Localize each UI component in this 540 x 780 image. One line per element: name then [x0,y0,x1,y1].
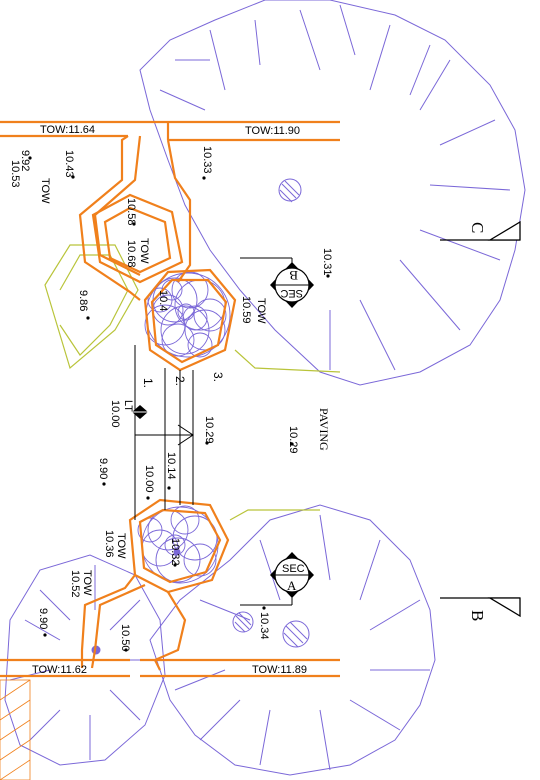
section-marker-a: SEC A [240,552,314,606]
elevation-labels: 9.92 10.53 TOW 10.43 10.33 10.58 TOW 10.… [9,146,333,652]
tree-trunk-bottom [282,620,310,648]
wall-label-bottom-left: TOW:11.62 [32,664,87,676]
elev-tow-c: TOW [255,298,267,324]
elev-9-86: 9.86 [77,290,89,311]
section-a-letter: A [287,578,297,593]
stair-arrow-head [177,424,194,446]
hex-planter-shrub-bottom [128,498,230,594]
section-b-sec: SEC [280,287,303,299]
section-cut-b-label: B [468,610,487,621]
elev-9-90-b: 9.90 [37,608,49,629]
elev-10-00-lt: 10.00 [109,400,121,428]
stairs [134,345,194,520]
section-cut-c: C [440,220,521,241]
paving-label: PAVING [317,408,331,451]
section-marker-b: B SEC [240,257,314,308]
step-numbers: 1. 2. 3. [141,372,225,388]
elev-10-36: 10.36 [103,530,115,558]
section-cut-b: B [440,597,521,621]
elev-10-58: 10.58 [125,198,137,226]
hatched-area [0,679,31,780]
elev-10-29-a: 10.29 [203,416,215,444]
tree-trunk-top [278,178,302,202]
hex-planter-shrub-top [143,268,237,372]
elev-10-14: 10.14 [165,452,177,480]
shrub-top [144,271,231,358]
elev-10-59: 10.59 [240,296,252,324]
wall-label-bottom-right: TOW:11.89 [252,664,307,676]
wall-label-top-left: TOW:11.64 [40,124,95,136]
elev-10-43: 10.43 [63,150,75,178]
elev-9-92: 9.92 [19,150,31,171]
retaining-walls [0,120,340,678]
tree-canopies [4,0,526,776]
elev-10-50: 10.50 [119,624,131,652]
elev-tow-d: TOW [115,533,127,559]
elev-tow-e: TOW [81,570,93,596]
elev-10-53: 10.53 [9,160,21,188]
elev-tow-a: TOW [39,178,51,204]
tree-canopy-top [139,0,526,386]
tree-canopy-bottom-right [149,504,436,776]
section-b-letter: B [289,268,298,283]
elev-10-34: 10.34 [258,612,270,640]
section-a-sec: SEC [282,563,305,575]
elev-10-33: 10.33 [201,146,213,174]
elev-10-00: 10.00 [143,465,155,493]
hex-planter-green [44,244,139,370]
wall-labels: TOW:11.64 TOW:11.90 TOW:11.62 TOW:11.89 [32,124,307,676]
shrub-masses [137,271,231,584]
step-number-1: 1. [141,378,155,388]
elev-tow-b: TOW [138,238,150,264]
hex-planter-top [91,193,184,284]
elev-10-52: 10.52 [69,570,81,598]
tree-trunk-small [232,611,254,633]
lt-label: LT [122,400,134,412]
elev-10-4: 10.4 [157,290,169,311]
section-cut-c-label: C [468,222,487,233]
step-number-2: 2. [173,376,187,386]
step-number-3: 3. [211,372,225,382]
elev-10-29-b: 10.29 [287,426,299,454]
wall-label-top-right: TOW:11.90 [245,125,300,137]
elev-10-31: 10.31 [321,248,333,276]
lamp-icon [130,405,150,419]
spot-markers [28,156,330,652]
elev-9-90-a: 9.90 [97,458,109,479]
elev-10-32: 10.32 [169,538,181,566]
elev-10-68: 10.68 [125,240,137,268]
